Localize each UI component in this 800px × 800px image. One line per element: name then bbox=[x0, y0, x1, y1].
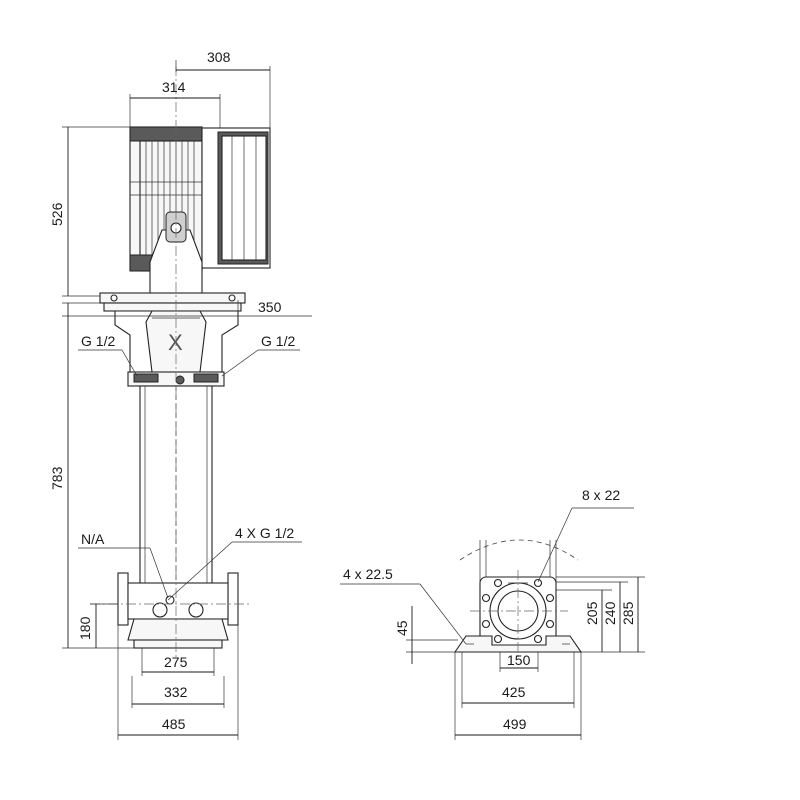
dim-314-label: 314 bbox=[162, 79, 186, 95]
dim-783-label: 783 bbox=[49, 466, 65, 490]
dim-499-label: 499 bbox=[503, 716, 527, 732]
dim-308-label: 308 bbox=[207, 49, 231, 65]
dim-425-label: 425 bbox=[502, 684, 526, 700]
dim-150-label: 150 bbox=[507, 652, 531, 668]
motor-stool bbox=[99, 211, 246, 312]
pump-head: X bbox=[114, 310, 239, 387]
dim-275-label: 275 bbox=[164, 654, 188, 670]
pump-base bbox=[117, 572, 239, 649]
dim-350-label: 350 bbox=[258, 299, 282, 315]
callout-drain-label: N/A bbox=[81, 531, 105, 547]
dim-332-label: 332 bbox=[164, 684, 188, 700]
brand-logo: X bbox=[168, 330, 183, 355]
side-view: 45 150 425 499 205 240 285 8 x 22 bbox=[340, 487, 645, 740]
dim-205-label: 205 bbox=[584, 601, 600, 625]
callout-flange-holes: 8 x 22 bbox=[582, 487, 620, 503]
callout-left-port: G 1/2 bbox=[81, 333, 115, 349]
dim-526-label: 526 bbox=[49, 202, 65, 226]
callout-right-port: G 1/2 bbox=[261, 333, 295, 349]
callout-drain-ports: 4 X G 1/2 bbox=[235, 525, 294, 541]
front-view: X bbox=[49, 49, 312, 740]
dim-180-label: 180 bbox=[77, 616, 93, 640]
dim-485-label: 485 bbox=[162, 716, 186, 732]
dim-240-label: 240 bbox=[602, 601, 618, 625]
callout-foot-holes: 4 x 22.5 bbox=[343, 566, 393, 582]
dim-285-label: 285 bbox=[620, 601, 636, 625]
motor bbox=[129, 126, 271, 272]
dim-45-label: 45 bbox=[394, 620, 410, 636]
